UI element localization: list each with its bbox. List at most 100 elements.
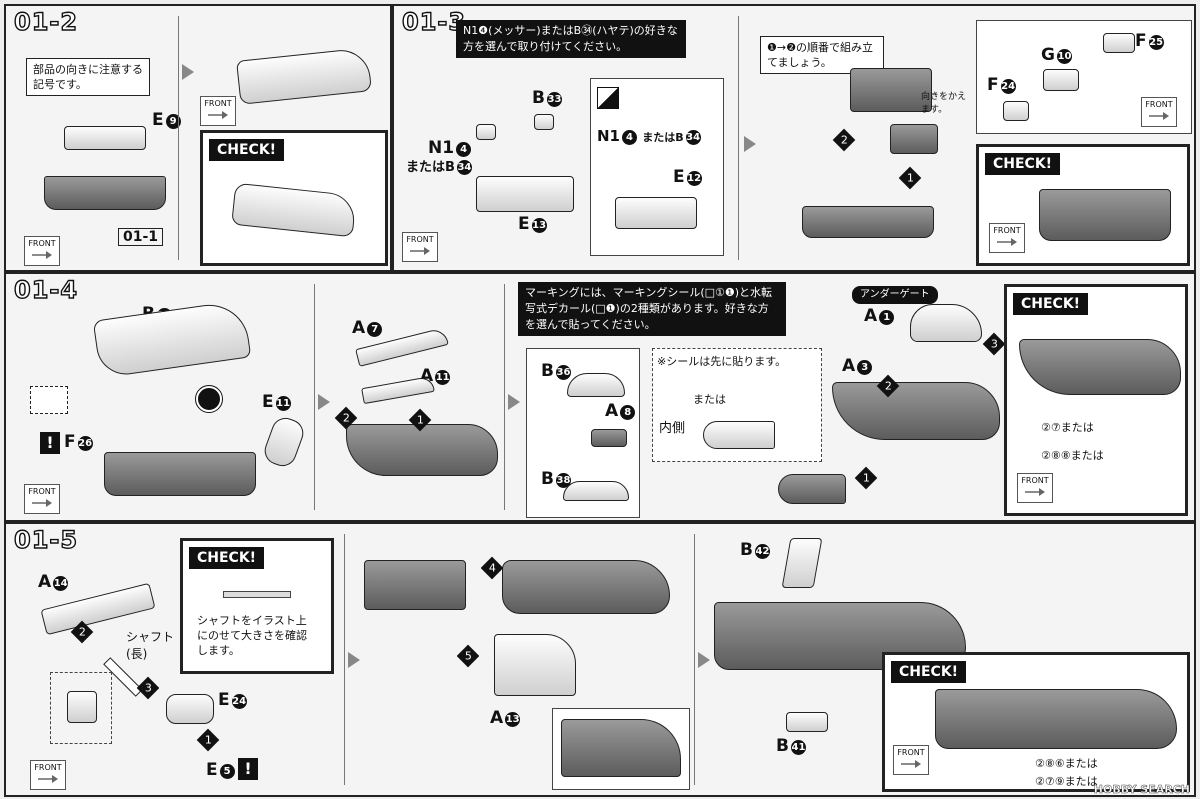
check-part bbox=[231, 182, 357, 238]
order-note: ❶→❷の順番で組み立てましょう。 bbox=[760, 36, 884, 74]
part-fuselage-front bbox=[832, 382, 1000, 440]
part-b36 bbox=[567, 373, 625, 397]
part-e9 bbox=[64, 126, 146, 150]
step-marker-1: 1 bbox=[196, 728, 220, 752]
step-marker-3: 3 bbox=[136, 676, 160, 700]
front-indicator: FRONT bbox=[24, 236, 60, 266]
step-number: 01-2 bbox=[13, 7, 79, 36]
inset-part-e12 bbox=[615, 197, 697, 229]
marking-1: ②⑦または bbox=[1041, 421, 1094, 434]
check-box: CHECK! FRONT bbox=[976, 144, 1190, 266]
under-gate-tag: アンダーゲート bbox=[852, 286, 938, 304]
part-cockpit bbox=[476, 176, 574, 212]
part-b42 bbox=[781, 538, 823, 588]
part-hull bbox=[44, 176, 166, 210]
part-canopy-tip bbox=[703, 421, 775, 449]
part-f24 bbox=[1003, 101, 1029, 121]
part-g10 bbox=[1043, 69, 1079, 91]
check-label: CHECK! bbox=[891, 661, 967, 683]
check-label: CHECK! bbox=[985, 153, 1061, 175]
part-e11 bbox=[260, 413, 308, 471]
front-indicator: FRONT bbox=[24, 484, 60, 514]
front-indicator: FRONT bbox=[1141, 97, 1177, 127]
decal-icon bbox=[597, 87, 619, 109]
check-text: シャフトをイラスト上にのせて大きさを確認します。 bbox=[197, 614, 307, 657]
divider bbox=[738, 16, 739, 260]
check-part bbox=[1039, 189, 1171, 241]
flow-arrow bbox=[182, 64, 194, 80]
part-shell-top bbox=[236, 47, 372, 105]
part-a8 bbox=[591, 429, 627, 447]
check-label: CHECK! bbox=[209, 139, 285, 161]
flow-arrow bbox=[318, 394, 330, 410]
part-b41 bbox=[786, 712, 828, 732]
step-marker-5: 5 bbox=[456, 644, 480, 668]
flow-arrow bbox=[508, 394, 520, 410]
step-marker-3: 3 bbox=[982, 332, 1006, 356]
shaft-guide bbox=[223, 591, 291, 598]
divider bbox=[344, 534, 345, 785]
label-ref-01-1: 01-1 bbox=[118, 228, 164, 246]
front-indicator: FRONT bbox=[30, 760, 66, 790]
check-part bbox=[935, 689, 1177, 749]
flow-arrow bbox=[348, 652, 360, 668]
part-b33 bbox=[534, 114, 554, 130]
part-small bbox=[890, 124, 938, 154]
part-nose-cone bbox=[778, 474, 846, 504]
inside-label: 内側 bbox=[659, 421, 686, 436]
part-f25 bbox=[1103, 33, 1135, 53]
divider bbox=[694, 534, 695, 785]
step-number: 01-4 bbox=[13, 275, 79, 304]
warning-icon: ! bbox=[40, 432, 60, 454]
check-box: CHECK! bbox=[200, 130, 388, 266]
check-label: CHECK! bbox=[1013, 293, 1089, 315]
detail-part bbox=[561, 719, 681, 777]
part-cockpit-assy bbox=[104, 452, 256, 496]
part-engine-block bbox=[364, 560, 466, 610]
part-e24 bbox=[166, 694, 214, 724]
step-panel-01-4: 01-4 B37 ! F26 E11 FRONT A7 A11 2 1 マーキン… bbox=[4, 272, 1196, 522]
part-b38 bbox=[563, 481, 629, 501]
shaft-label: シャフト(長) bbox=[126, 630, 175, 661]
part-n1 bbox=[476, 124, 496, 140]
step-panel-01-3: 01-3 N1❹(メッサー)またはB㉞(ハヤテ)の好きな方を選んで取り付けてくだ… bbox=[392, 4, 1196, 272]
marking-1: ②⑧⑥または bbox=[1035, 757, 1098, 770]
step-marker-1: 1 bbox=[898, 166, 922, 190]
check-part bbox=[1019, 339, 1181, 395]
marking-2: ②⑧⑧または bbox=[1041, 449, 1104, 462]
step-number: 01-5 bbox=[13, 525, 79, 554]
check-label: CHECK! bbox=[189, 547, 265, 569]
watermark: HOBBY SEARCH bbox=[1093, 783, 1191, 797]
step-marker-1: 1 bbox=[854, 466, 878, 490]
marking-2: ②⑦⑨または bbox=[1035, 775, 1098, 788]
inset-box bbox=[50, 672, 112, 744]
part-base bbox=[802, 206, 934, 238]
part-nose-assy bbox=[346, 424, 498, 476]
front-indicator: FRONT bbox=[200, 96, 236, 126]
inset-part bbox=[67, 691, 97, 723]
flow-arrow bbox=[744, 136, 756, 152]
divider bbox=[314, 284, 315, 510]
part-a11 bbox=[361, 375, 435, 405]
part-fuselage-rear bbox=[502, 560, 670, 614]
divider bbox=[504, 284, 505, 510]
selection-note: N1❹(メッサー)またはB㉞(ハヤテ)の好きな方を選んで取り付けてください。 bbox=[456, 20, 686, 58]
front-indicator: FRONT bbox=[402, 232, 438, 262]
